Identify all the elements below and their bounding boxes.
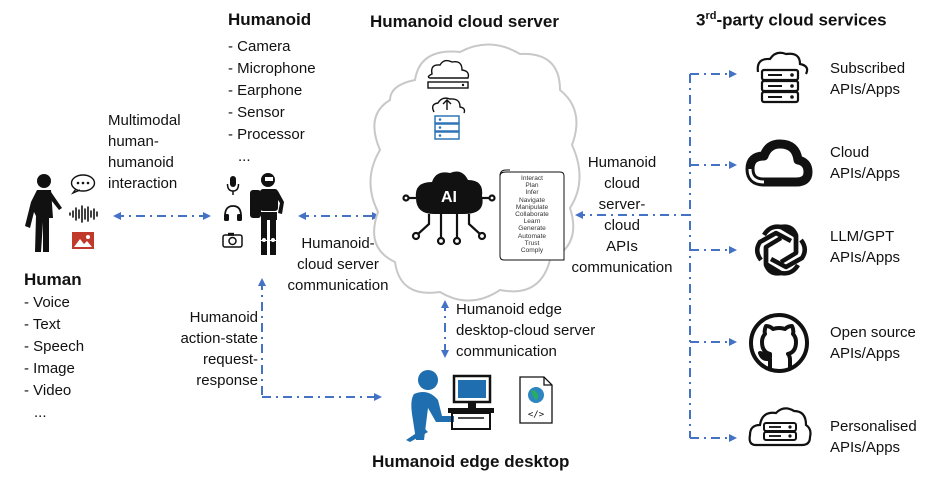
scroll-capabilities-list: Interact Plan Infer Navigate Manipulate … xyxy=(515,175,549,255)
list-item: - Video xyxy=(24,382,72,399)
human-title: Human xyxy=(24,270,82,289)
list-item: - Earphone xyxy=(228,82,303,99)
list-item: - Microphone xyxy=(228,60,316,77)
voice-wave-icon xyxy=(69,205,98,223)
edge-desktop-title: Humanoid edge desktop xyxy=(372,452,570,471)
list-item: - Sensor xyxy=(228,104,285,121)
desktop-user-icon xyxy=(406,370,494,442)
service-label-open-source: Open source APIs/Apps xyxy=(830,324,916,362)
openai-icon xyxy=(755,224,807,276)
list-item: - Camera xyxy=(228,38,291,55)
image-photo-icon xyxy=(72,232,94,249)
humanoid-cloud-label: Humanoid- cloud server communication xyxy=(287,235,389,294)
list-item: ... xyxy=(34,404,47,421)
cloud-server-title: Humanoid cloud server xyxy=(370,12,559,31)
headphones-icon xyxy=(224,205,242,221)
list-item: - Text xyxy=(24,316,61,333)
ai-text: AI xyxy=(441,189,457,206)
human-figure-icon xyxy=(25,174,62,252)
service-label-cloud: Cloud APIs/Apps xyxy=(830,144,901,182)
list-item: - Processor xyxy=(228,126,305,143)
action-state-label: Humanoid action-state request- response xyxy=(180,309,258,389)
human-modalities-list: - Voice - Text - Speech - Image - Video … xyxy=(24,292,84,424)
cloud-storage-icon xyxy=(427,59,470,89)
humanoid-title: Humanoid xyxy=(228,10,312,29)
server-cloud-icon xyxy=(748,407,812,447)
ai-chip-icon: AI xyxy=(402,171,496,246)
humanoid-robot-icon xyxy=(250,173,284,255)
service-label-llm: LLM/GPT APIs/Apps xyxy=(830,228,901,266)
chat-bubble-icon xyxy=(70,174,96,195)
multimodal-interaction-label: Multimodal human- humanoid interaction xyxy=(108,112,181,192)
list-item: - Voice xyxy=(24,294,70,311)
list-item: ... xyxy=(238,148,251,165)
cloud-api-label: Humanoid cloud server- cloud APIs commun… xyxy=(571,154,673,276)
github-icon xyxy=(749,313,809,373)
server-cloud-icon xyxy=(756,51,809,104)
service-label-personalised: Personalised APIs/Apps xyxy=(830,418,917,456)
humanoid-components-list: - Camera - Microphone - Earphone - Senso… xyxy=(228,36,316,168)
service-label-subscribed: Subscribed APIs/Apps xyxy=(830,60,906,98)
scroll-document-icon xyxy=(499,169,565,261)
list-item: - Speech xyxy=(24,338,85,355)
google-cloud-icon xyxy=(745,139,813,187)
web-document-icon: </> xyxy=(519,376,553,424)
list-item: - Image xyxy=(24,360,75,377)
microphone-icon xyxy=(226,176,240,195)
svg-text:</>: </> xyxy=(528,410,545,420)
cloud-upload-server-icon xyxy=(431,97,466,140)
edge-cloud-label: Humanoid edge desktop-cloud server commu… xyxy=(456,301,596,360)
third-party-title: 3rd-party cloud services xyxy=(696,10,887,30)
camera-icon xyxy=(222,232,243,248)
